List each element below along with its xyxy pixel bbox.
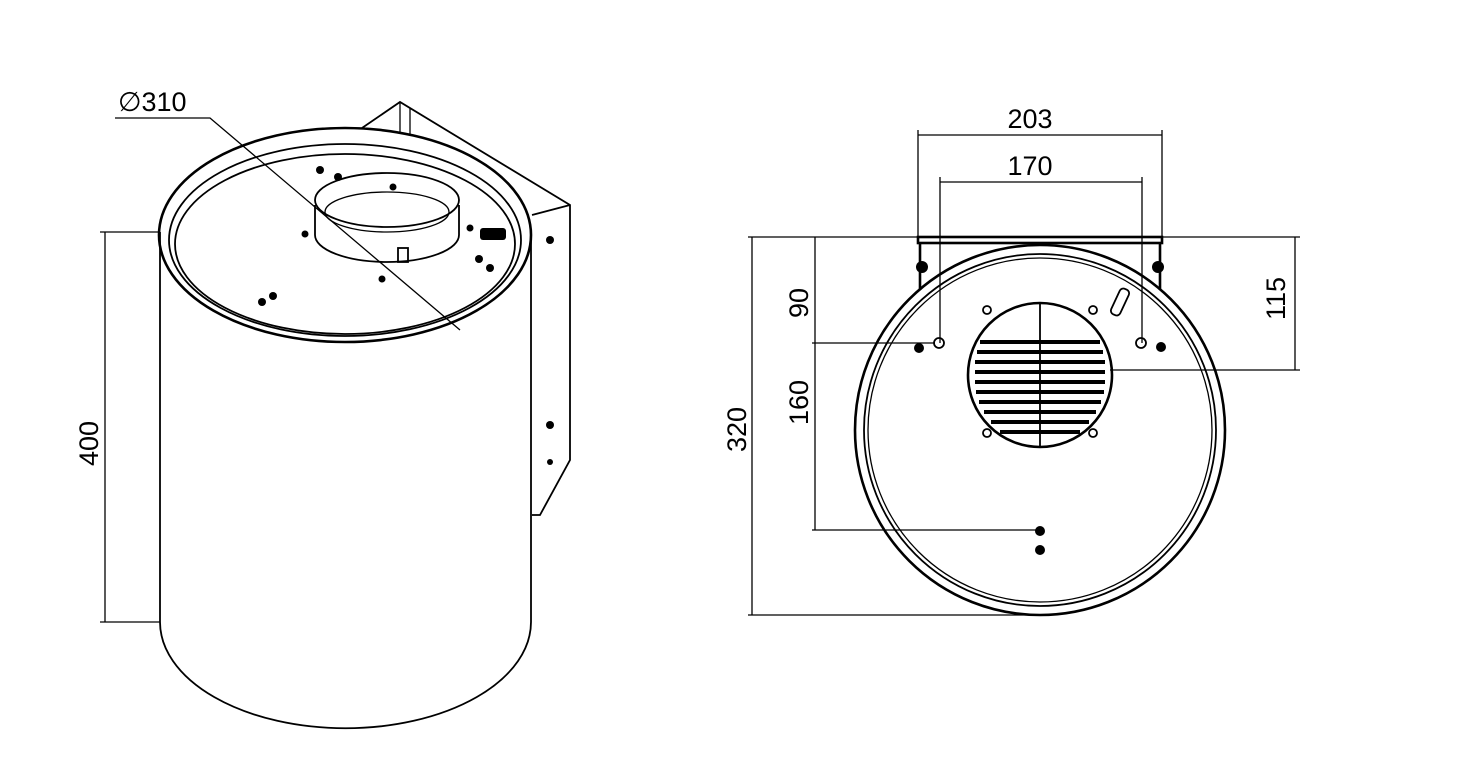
fan-grille [966, 301, 1114, 449]
hood-inner-ring [863, 253, 1217, 607]
total-height-label: 320 [722, 407, 752, 452]
outlet-collar [314, 172, 460, 263]
wall-bracket [361, 100, 571, 516]
dimension-90-160: 90 160 [784, 237, 1036, 531]
bottom-view: 203 170 320 90 160 115 [722, 104, 1300, 617]
diameter-label: ∅310 [118, 87, 187, 117]
dimension-203: 203 [917, 104, 1163, 237]
dimension-320: 320 [722, 236, 1040, 616]
dimension-diameter: ∅310 [115, 87, 461, 331]
dimension-height: 400 [74, 231, 160, 623]
dimension-115: 115 [1110, 236, 1300, 371]
width-inner-label: 170 [1007, 151, 1052, 181]
screw-holes [258, 166, 506, 306]
width-outer-label: 203 [1007, 104, 1052, 134]
outlet-offset-label: 115 [1261, 277, 1291, 320]
grille-screws [982, 305, 1098, 438]
mounting-holes [914, 287, 1166, 555]
perspective-view: ∅310 400 [74, 87, 571, 730]
lower-offset-label: 160 [784, 380, 814, 425]
height-label: 400 [74, 421, 104, 466]
upper-offset-label: 90 [784, 288, 814, 318]
hood-cylinder [157, 126, 533, 730]
mounting-bracket [916, 235, 1164, 290]
dimension-170: 170 [939, 151, 1143, 343]
